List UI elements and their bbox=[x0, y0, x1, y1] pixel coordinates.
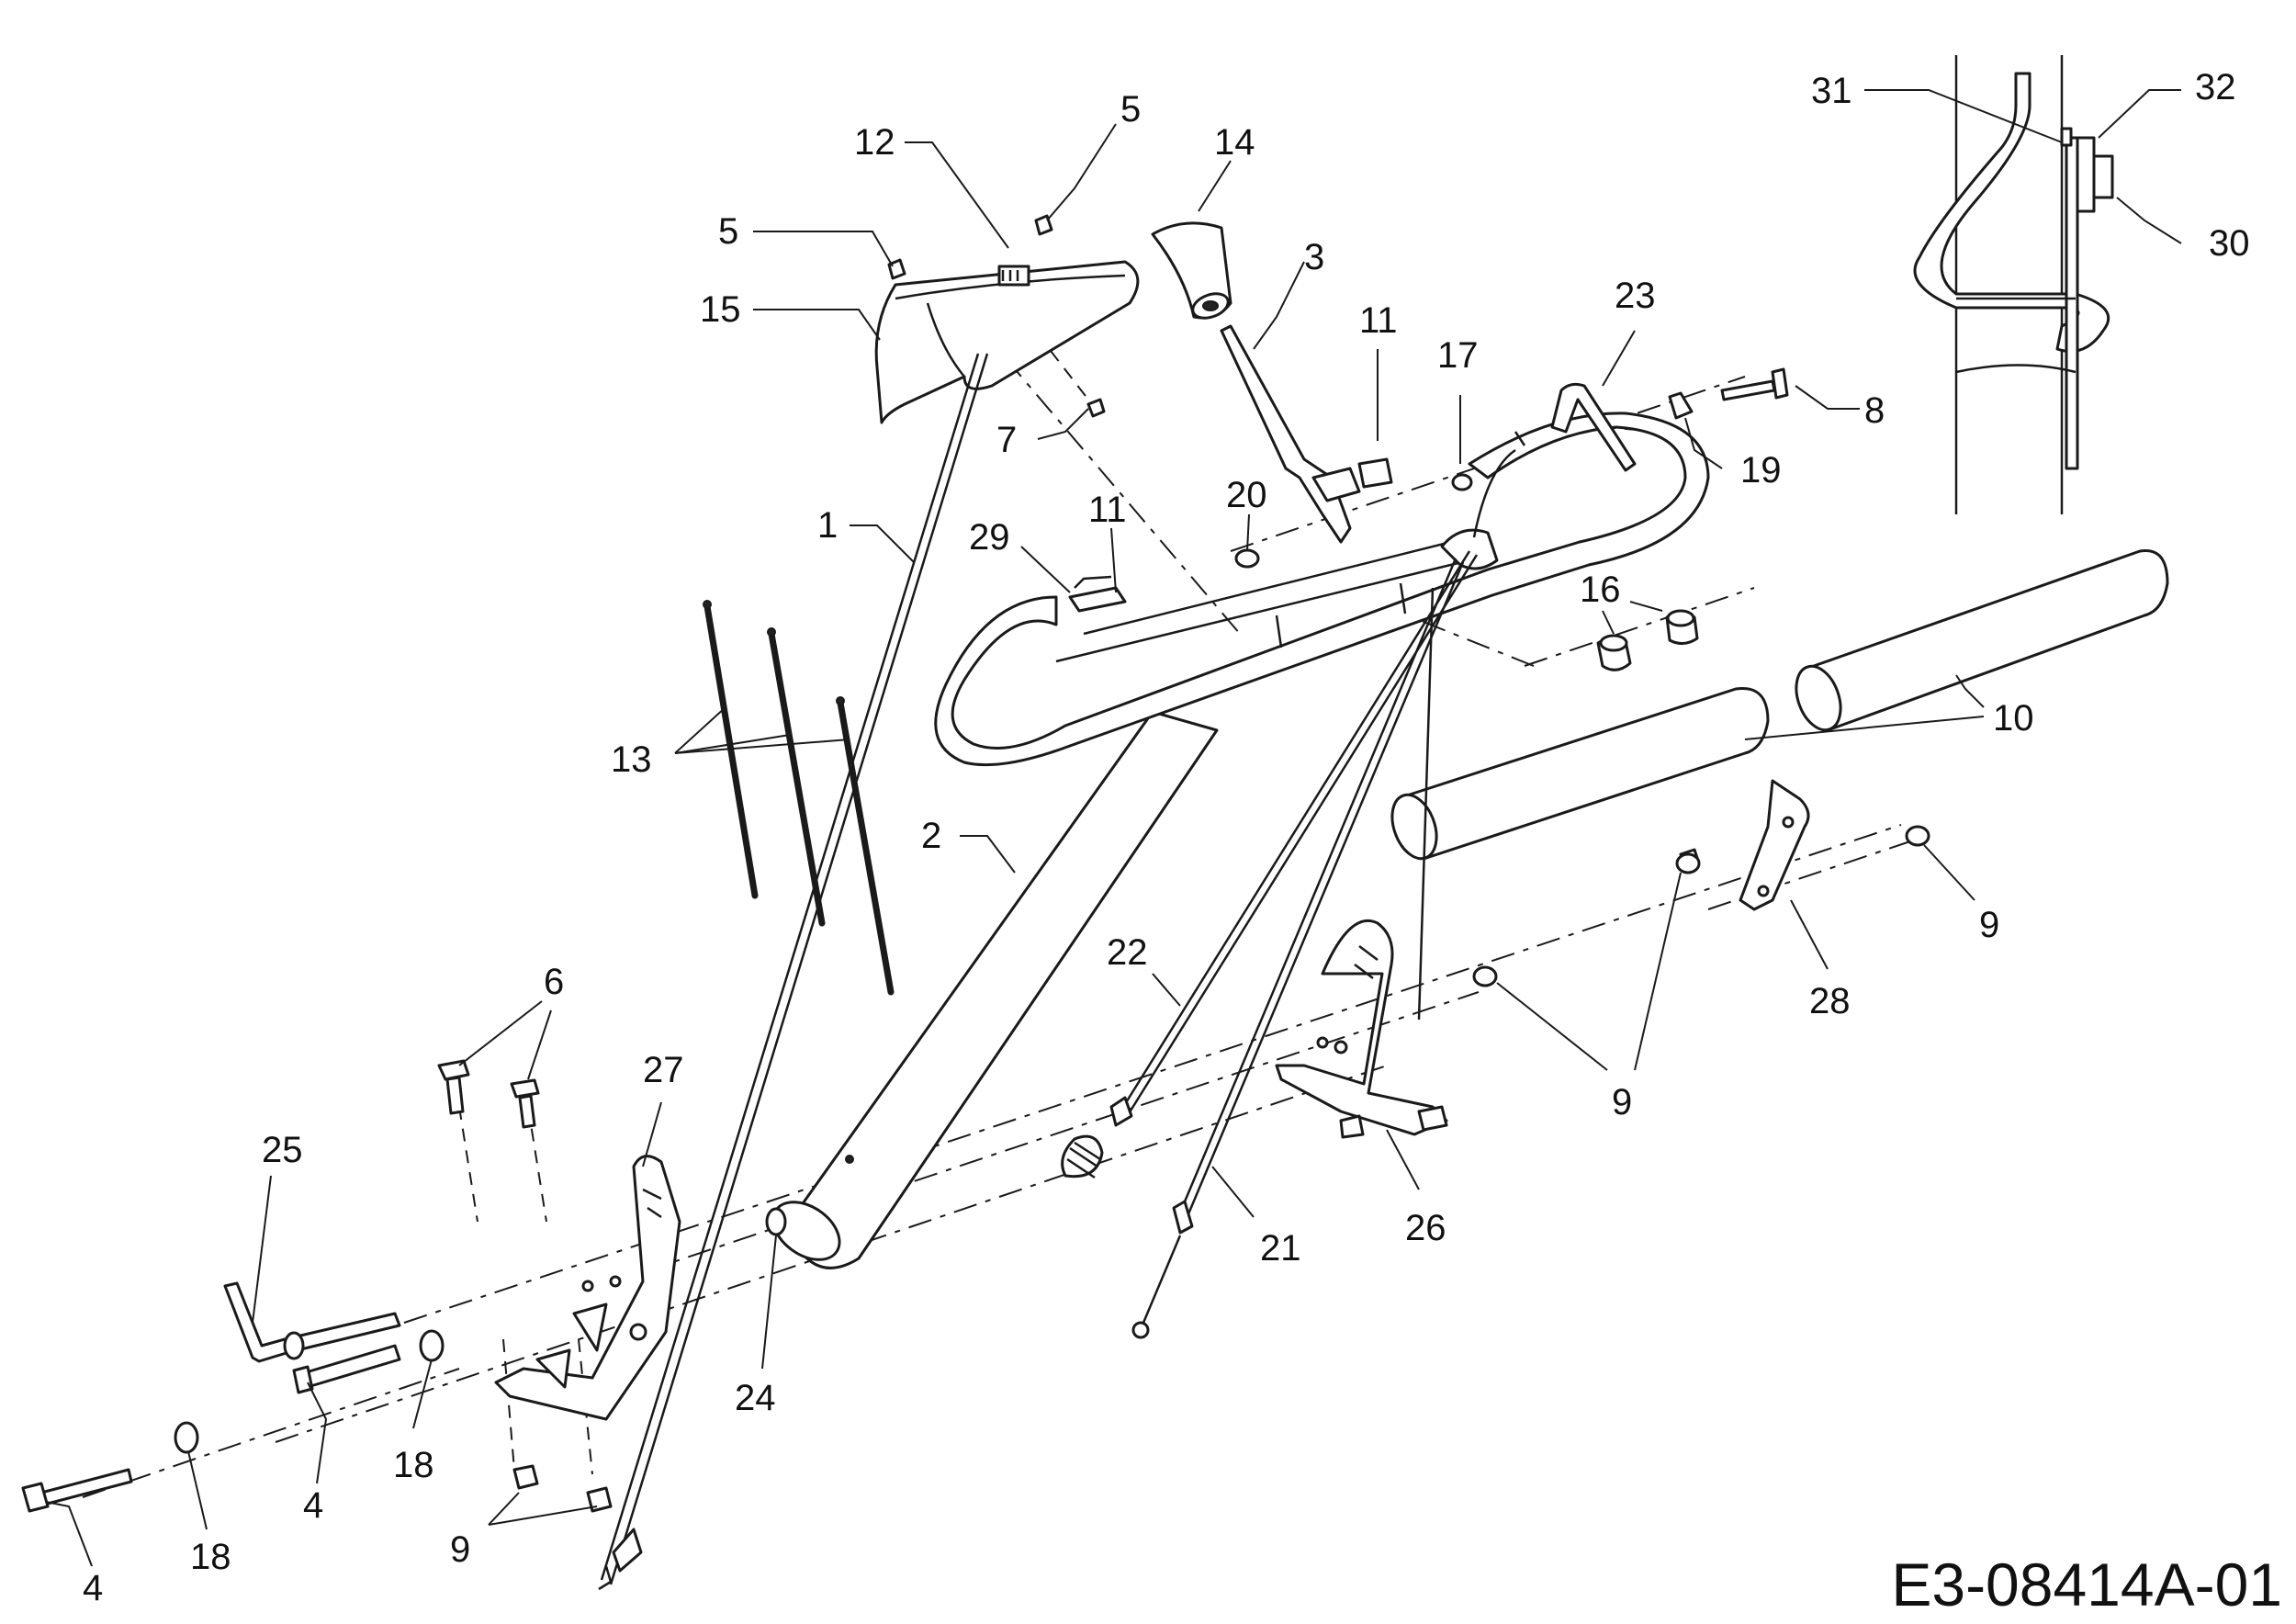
callout-1: 1 bbox=[817, 505, 838, 546]
callout-31: 31 bbox=[1811, 71, 1852, 111]
spacer-24 bbox=[765, 1207, 787, 1236]
callout-14: 14 bbox=[1214, 122, 1255, 163]
callout-4-upper: 4 bbox=[303, 1485, 323, 1526]
callout-5-left: 5 bbox=[718, 211, 738, 252]
callout-19: 19 bbox=[1740, 450, 1782, 491]
callout-21: 21 bbox=[1260, 1228, 1301, 1269]
callout-23: 23 bbox=[1615, 276, 1656, 316]
upper-handle-loop bbox=[934, 412, 1710, 767]
bolt-4-lower bbox=[21, 1468, 133, 1513]
callout-25: 25 bbox=[262, 1130, 303, 1170]
handle-grips bbox=[1390, 548, 2169, 861]
callout-29: 29 bbox=[969, 517, 1010, 558]
callout-3: 3 bbox=[1304, 237, 1324, 277]
bolts-6 bbox=[437, 1059, 540, 1129]
cable-ties bbox=[703, 600, 895, 996]
callout-7: 7 bbox=[996, 420, 1017, 460]
fasteners-top bbox=[887, 214, 1473, 569]
knob-grip bbox=[1151, 221, 1232, 320]
callout-13: 13 bbox=[611, 739, 652, 780]
tube-plugs bbox=[1596, 609, 1699, 671]
callout-labels: 1 2 3 4 4 5 5 6 7 8 9 9 9 10 11 11 12 13… bbox=[83, 67, 2250, 1608]
lower-handle-tube bbox=[771, 710, 1219, 1269]
callout-26: 26 bbox=[1405, 1208, 1446, 1248]
callout-20: 20 bbox=[1226, 475, 1267, 515]
callout-2: 2 bbox=[921, 816, 941, 856]
washers-18 bbox=[174, 1329, 445, 1454]
callout-11-left: 11 bbox=[1088, 490, 1127, 530]
assembly-center-lines bbox=[82, 298, 1911, 1498]
bracket-27 bbox=[494, 1155, 681, 1421]
callout-9-mid: 9 bbox=[1612, 1082, 1632, 1122]
callout-9-right: 9 bbox=[1979, 905, 1999, 945]
control-cables bbox=[1061, 550, 1479, 1339]
callout-9-left: 9 bbox=[450, 1529, 470, 1570]
nuts-9 bbox=[512, 825, 1930, 1513]
callout-24: 24 bbox=[735, 1378, 776, 1418]
dash-panel-cover bbox=[874, 260, 1140, 424]
callout-15: 15 bbox=[700, 289, 741, 330]
bolt-8 bbox=[1720, 367, 1789, 401]
callout-18-left: 18 bbox=[190, 1537, 231, 1577]
cable-linkage bbox=[1440, 431, 1526, 570]
callout-22: 22 bbox=[1107, 932, 1148, 973]
inset-detail bbox=[1913, 55, 2114, 514]
callout-6: 6 bbox=[544, 962, 564, 1002]
bracket-28 bbox=[1739, 779, 1810, 911]
callout-11-right: 11 bbox=[1359, 300, 1398, 341]
clip-19 bbox=[1668, 391, 1694, 420]
callout-27: 27 bbox=[643, 1050, 684, 1090]
callout-5-right: 5 bbox=[1120, 89, 1141, 130]
callout-10: 10 bbox=[1993, 698, 2034, 739]
callout-4-lower: 4 bbox=[83, 1568, 103, 1608]
bolt-4-upper bbox=[292, 1344, 401, 1394]
callout-16: 16 bbox=[1580, 570, 1621, 610]
drawing-id: E3-08414A-01 bbox=[1891, 1551, 2282, 1618]
shift-lever bbox=[1220, 324, 1393, 544]
callout-leaders bbox=[45, 89, 2182, 1567]
callout-30: 30 bbox=[2209, 223, 2250, 264]
bracket-26 bbox=[1275, 919, 1448, 1139]
pin-25 bbox=[223, 1281, 401, 1363]
control-lever-23 bbox=[1550, 382, 1637, 472]
callout-28: 28 bbox=[1809, 981, 1851, 1021]
callout-17: 17 bbox=[1437, 335, 1479, 376]
callout-18-right: 18 bbox=[393, 1445, 434, 1485]
clip-29 bbox=[1068, 575, 1127, 613]
callout-12: 12 bbox=[854, 122, 895, 163]
control-cable-1 bbox=[598, 353, 989, 1591]
callout-8: 8 bbox=[1864, 390, 1885, 431]
callout-32: 32 bbox=[2195, 67, 2236, 107]
